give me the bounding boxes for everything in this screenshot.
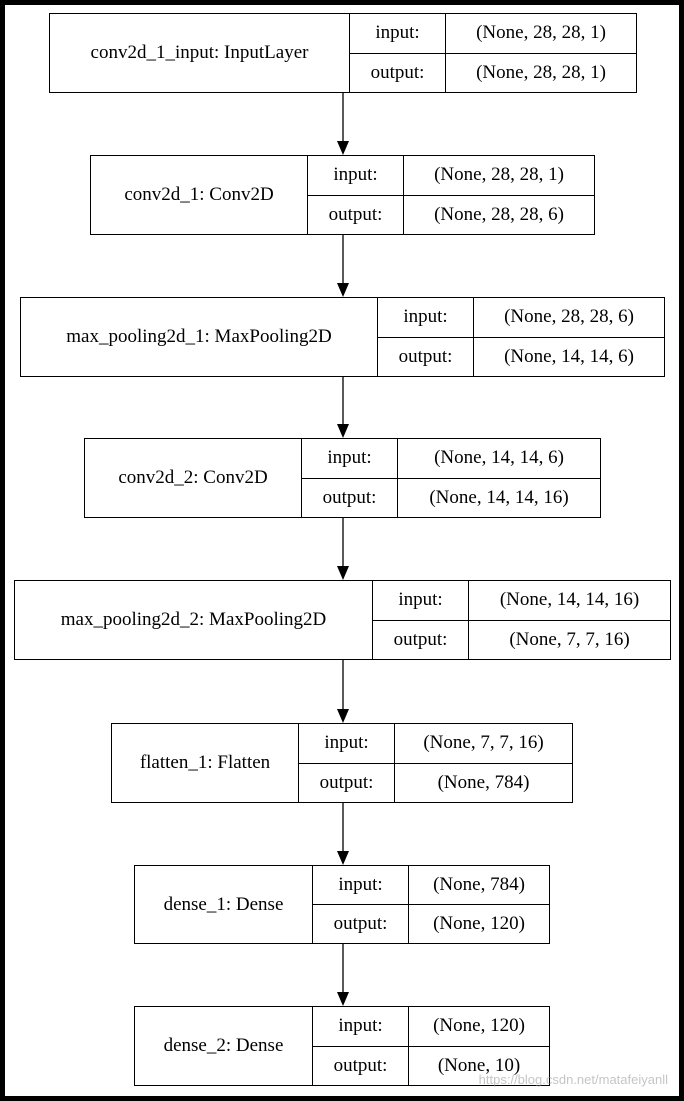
layer-name: max_pooling2d_1: MaxPooling2D xyxy=(21,298,378,376)
output-shape: (None, 784) xyxy=(437,771,530,793)
layer-name: flatten_1: Flatten xyxy=(112,724,299,802)
output-label: output: xyxy=(328,203,383,225)
layer-name: max_pooling2d_2: MaxPooling2D xyxy=(15,581,373,659)
layer-name: dense_2: Dense xyxy=(135,1007,313,1085)
input-shape: (None, 14, 14, 16) xyxy=(469,581,670,621)
input-label: input: xyxy=(313,1007,408,1047)
output-label: output: xyxy=(322,486,377,508)
input-shape: (None, 7, 7, 16) xyxy=(395,724,572,764)
output-label: output: xyxy=(333,1054,388,1076)
input-label: input: xyxy=(350,14,445,54)
output-label: output: xyxy=(370,61,425,83)
input-label: input: xyxy=(308,156,403,196)
edge-arrow xyxy=(337,93,349,155)
output-shape: (None, 28, 28, 1) xyxy=(476,61,606,83)
input-label: input: xyxy=(378,298,473,338)
output-shape: (None, 10) xyxy=(437,1054,521,1076)
layer-name: conv2d_2: Conv2D xyxy=(85,439,302,517)
input-shape: (None, 28, 28, 1) xyxy=(446,14,636,54)
output-label: output: xyxy=(319,771,374,793)
input-label: input: xyxy=(299,724,394,764)
edge-arrow xyxy=(337,377,349,438)
edges-layer xyxy=(337,93,349,1006)
edge-arrow xyxy=(337,660,349,723)
edge-arrow xyxy=(337,944,349,1006)
output-shape: (None, 14, 14, 16) xyxy=(429,486,569,508)
output-shape: (None, 14, 14, 6) xyxy=(504,345,634,367)
layer-name: conv2d_1_input: InputLayer xyxy=(50,14,350,92)
input-shape: (None, 28, 28, 1) xyxy=(404,156,594,196)
output-label: output: xyxy=(398,345,453,367)
edge-arrow xyxy=(337,803,349,865)
layer-name: dense_1: Dense xyxy=(135,866,313,943)
input-label: input: xyxy=(302,439,397,479)
output-shape: (None, 28, 28, 6) xyxy=(434,203,564,225)
edge-arrow xyxy=(337,235,349,297)
edge-arrow xyxy=(337,518,349,580)
watermark: https://blog.csdn.net/matafeiyanll xyxy=(478,1072,668,1087)
output-label: output: xyxy=(393,628,448,650)
input-shape: (None, 14, 14, 6) xyxy=(398,439,600,479)
output-shape: (None, 7, 7, 16) xyxy=(509,628,630,650)
output-shape: (None, 120) xyxy=(433,913,525,934)
input-shape: (None, 120) xyxy=(409,1007,549,1047)
input-shape: (None, 28, 28, 6) xyxy=(474,298,664,338)
input-label: input: xyxy=(313,866,408,905)
layer-name: conv2d_1: Conv2D xyxy=(91,156,308,234)
input-shape: (None, 784) xyxy=(409,866,549,905)
input-label: input: xyxy=(373,581,468,621)
output-label: output: xyxy=(333,913,388,934)
